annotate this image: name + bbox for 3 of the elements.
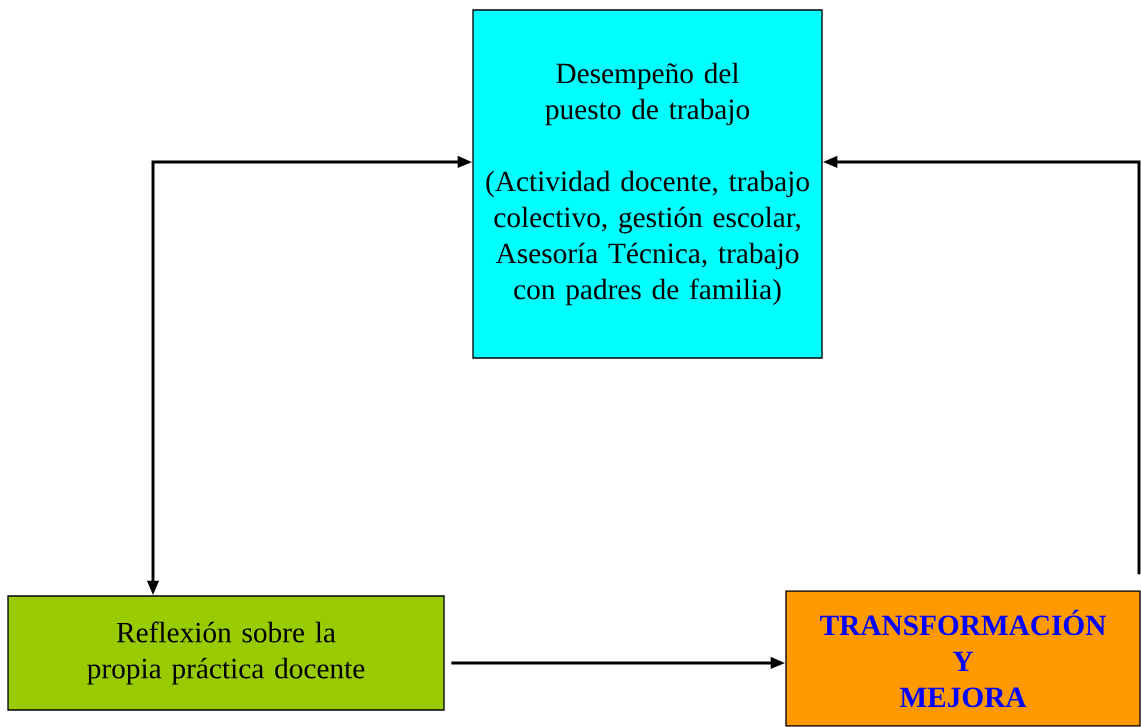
- process-box: Desempeño del puesto de trabajo (Actividad docente, trabajo colectivo, gestión escolar, Asesoría Técnica, trabajo con padres de familia): [472, 9, 823, 359]
- process-box: TRANSFORMACIÓN Y MEJORA: [785, 590, 1141, 727]
- process-box: Reflexión sobre la propia práctica docente: [7, 595, 445, 711]
